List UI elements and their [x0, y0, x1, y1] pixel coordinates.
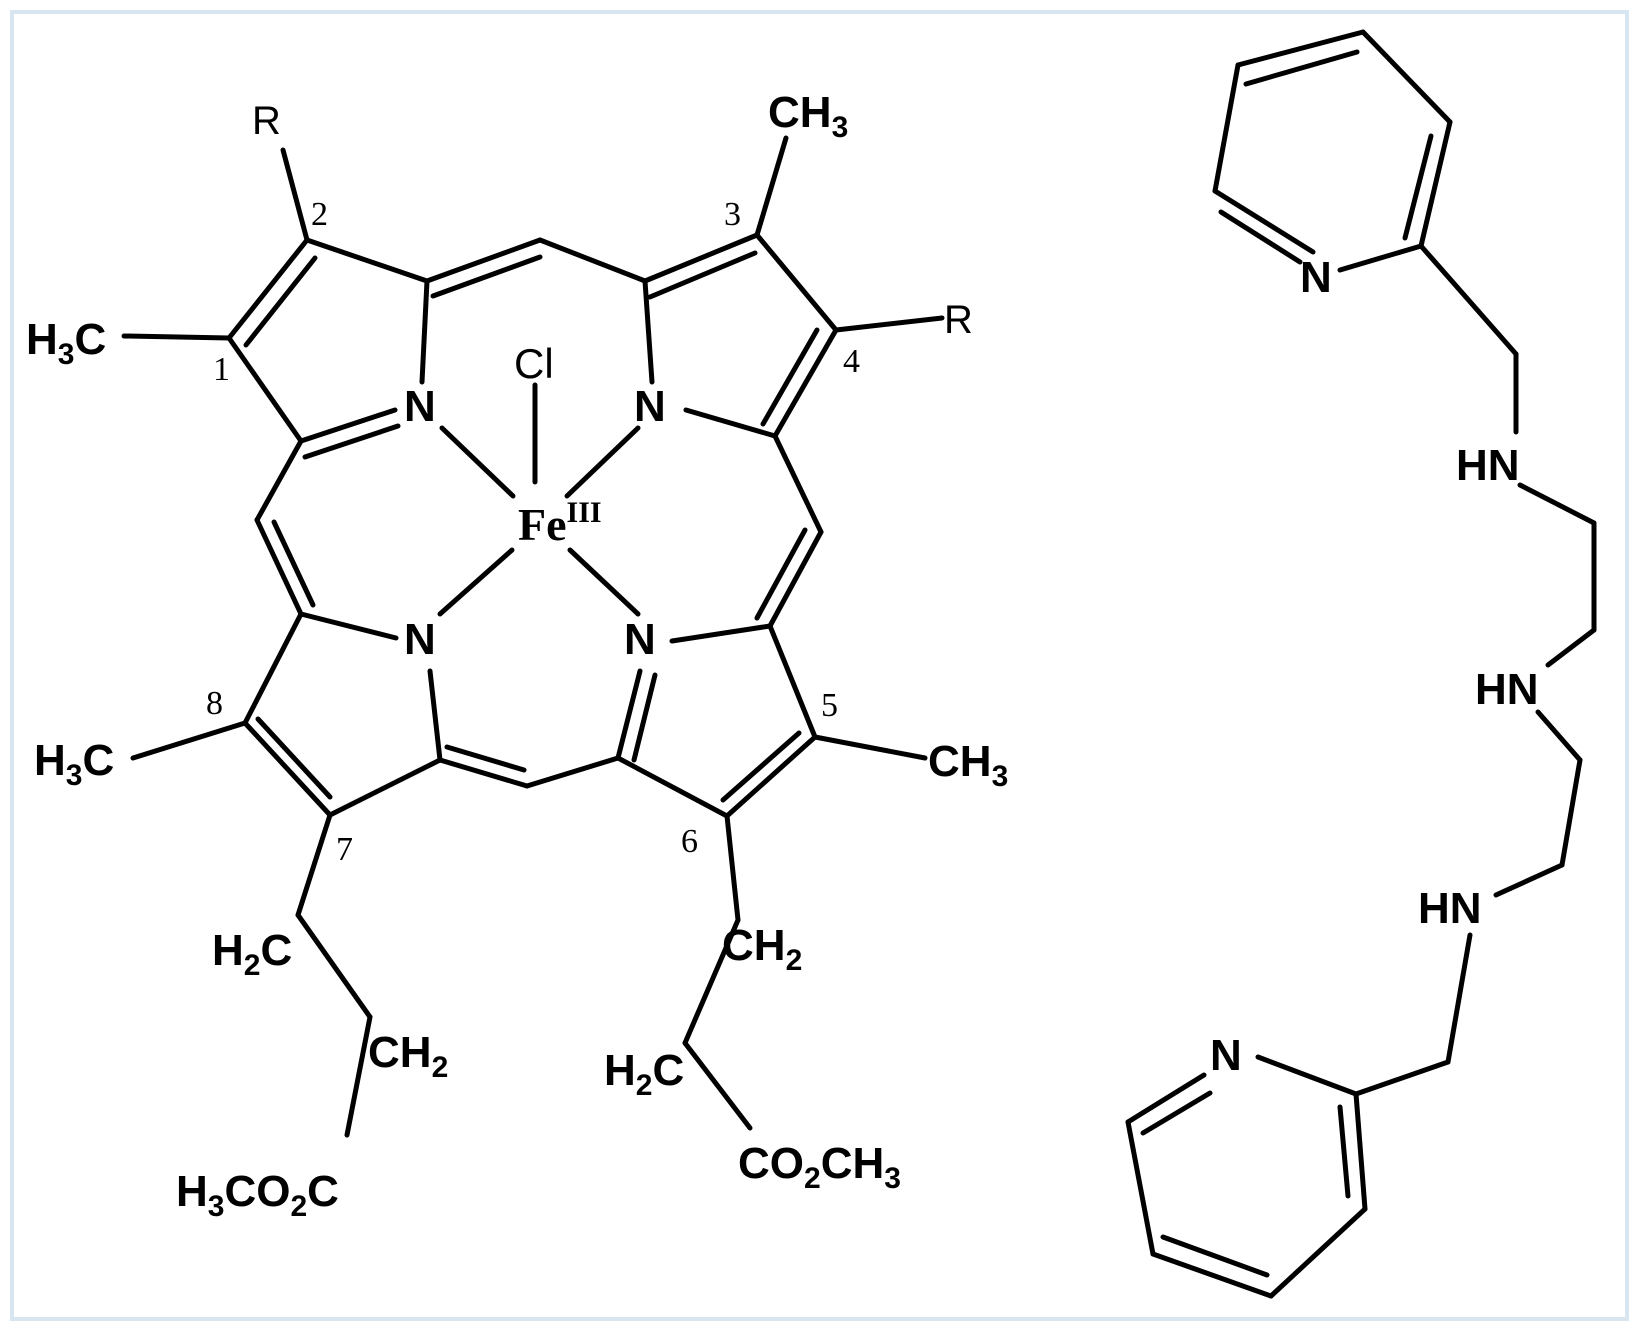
porphyrin-labels: R R CH3 H3C H3C CH3 Cl N N N N FeIII 1 2…	[26, 88, 1008, 1223]
r-substituent-top: R	[252, 99, 281, 143]
left-chain-h2c-label: H2C	[212, 926, 292, 982]
amine-label-3: HN	[1418, 884, 1482, 933]
methyl-lower-right-label: CH3	[928, 737, 1008, 793]
position-number-1: 1	[213, 351, 230, 388]
pyrrole-n-bottom-left: N	[404, 615, 436, 664]
right-chain-ester-label: CO2CH3	[738, 1139, 901, 1195]
right-chain-ch2-label: CH2	[722, 921, 802, 977]
r-substituent-right: R	[944, 298, 973, 342]
chloride-ligand-label: Cl	[514, 340, 554, 387]
position-number-2: 2	[311, 196, 328, 233]
porphyrin-skeleton	[121, 135, 945, 1138]
position-number-7: 7	[336, 831, 353, 868]
ligand-labels: N HN HN HN N	[1210, 253, 1539, 1080]
methyl-lower-left-label: H3C	[34, 736, 114, 792]
pyrrole-n-top-left: N	[404, 382, 436, 431]
pyridine-n-top: N	[1300, 253, 1332, 302]
position-number-8: 8	[206, 685, 223, 722]
amine-label-1: HN	[1456, 441, 1520, 490]
iron-center-label: FeIII	[518, 496, 602, 550]
right-chain-h2c-label: H2C	[604, 1046, 684, 1102]
position-number-6: 6	[681, 823, 698, 860]
amine-label-2: HN	[1475, 665, 1539, 714]
position-number-3: 3	[724, 196, 741, 233]
left-chain-ch2-label: CH2	[368, 1028, 448, 1084]
pyridine-n-bottom: N	[1210, 1031, 1242, 1080]
pyrrole-n-top-right: N	[634, 382, 666, 431]
position-number-5: 5	[821, 687, 838, 724]
position-number-4: 4	[843, 343, 860, 380]
pyrrole-n-bottom-right: N	[624, 615, 656, 664]
left-chain-ester-label: H3CO2C	[176, 1167, 339, 1223]
methyl-left-label: H3C	[26, 315, 106, 371]
methyl-top-label: CH3	[768, 88, 848, 144]
ligand-skeleton	[1125, 29, 1597, 1299]
